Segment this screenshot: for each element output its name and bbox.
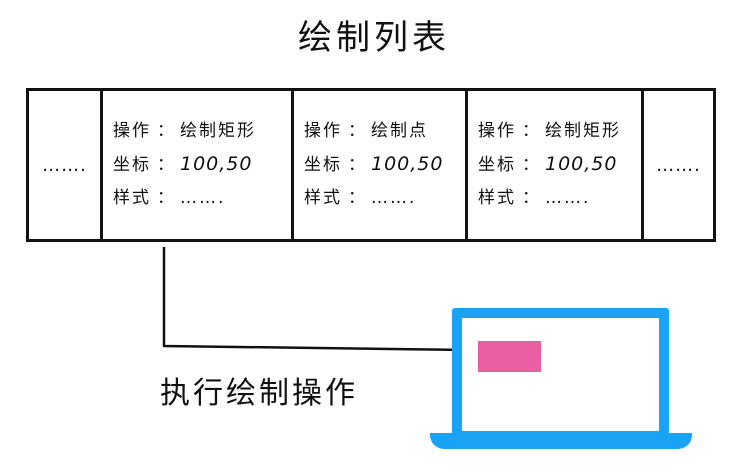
command-3-style: 样式 ：……. bbox=[478, 182, 590, 215]
command-1-coord-label: 坐标 bbox=[113, 155, 151, 175]
command-2-op-sep: ： bbox=[348, 121, 367, 141]
command-3-coord-value: 100,50 bbox=[545, 153, 618, 175]
draw-command-3: 操作：绘制矩形 坐标：100,50 样式：……. bbox=[468, 91, 644, 239]
command-3-style-value: ……. bbox=[545, 188, 591, 208]
command-1-coord-sep: ： bbox=[157, 155, 176, 175]
draw-list-trailing-ellipsis: ……. bbox=[644, 91, 713, 239]
command-2-style: 样式 ：……. bbox=[304, 182, 416, 215]
command-3-op-label: 操作 bbox=[478, 121, 516, 141]
leading-ellipsis-text: ……. bbox=[42, 154, 87, 176]
command-3-style-label: 样式 bbox=[478, 188, 516, 208]
command-3-coord-label: 坐标 bbox=[478, 155, 516, 175]
draw-command-1: 操作：绘制矩形 坐标：100,50 样式：……. bbox=[103, 91, 294, 239]
command-3-operation: 操作 ：绘制矩形 bbox=[478, 115, 621, 148]
arrow-connector-line bbox=[162, 247, 471, 352]
trailing-ellipsis-text: ……. bbox=[656, 154, 701, 176]
command-1-operation: 操作 ：绘制矩形 bbox=[113, 115, 256, 148]
command-1-style: 样式 ：……. bbox=[113, 182, 225, 215]
command-1-op-value: 绘制矩形 bbox=[180, 121, 256, 141]
laptop-base bbox=[430, 433, 692, 449]
command-1-style-label: 样式 bbox=[113, 188, 151, 208]
command-1-op-sep: ： bbox=[157, 121, 176, 141]
command-3-op-value: 绘制矩形 bbox=[545, 121, 621, 141]
command-3-coord-sep: ： bbox=[522, 155, 541, 175]
command-3-coordinate: 坐标 ：100,50 bbox=[478, 148, 617, 182]
command-2-coordinate: 坐标 ：100,50 bbox=[304, 148, 443, 182]
command-2-op-label: 操作 bbox=[304, 121, 342, 141]
drawn-rectangle bbox=[478, 341, 541, 372]
draw-command-2: 操作：绘制点 坐标：100,50 样式：……. bbox=[294, 91, 468, 239]
command-2-op-value: 绘制点 bbox=[371, 121, 428, 141]
command-2-operation: 操作 ：绘制点 bbox=[304, 115, 428, 148]
command-3-op-sep: ： bbox=[522, 121, 541, 141]
execute-drawing-label: 执行绘制操作 bbox=[160, 376, 358, 411]
command-1-coord-value: 100,50 bbox=[180, 153, 253, 175]
command-2-style-value: ……. bbox=[371, 188, 417, 208]
command-1-style-sep: ： bbox=[157, 188, 176, 208]
command-2-coord-label: 坐标 bbox=[304, 155, 342, 175]
laptop-icon bbox=[452, 308, 669, 441]
command-3-style-sep: ： bbox=[522, 188, 541, 208]
command-2-coord-value: 100,50 bbox=[371, 153, 444, 175]
command-2-style-sep: ： bbox=[348, 188, 367, 208]
command-1-coordinate: 坐标 ：100,50 bbox=[113, 148, 252, 182]
draw-list: ……. 操作：绘制矩形 坐标：100,50 样式：……. 操作：绘制点 坐标：1… bbox=[26, 88, 716, 242]
command-1-op-label: 操作 bbox=[113, 121, 151, 141]
command-2-style-label: 样式 bbox=[304, 188, 342, 208]
command-2-coord-sep: ： bbox=[348, 155, 367, 175]
diagram-title: 绘制列表 bbox=[298, 18, 450, 58]
draw-list-leading-ellipsis: ……. bbox=[29, 91, 103, 239]
command-1-style-value: ……. bbox=[180, 188, 226, 208]
